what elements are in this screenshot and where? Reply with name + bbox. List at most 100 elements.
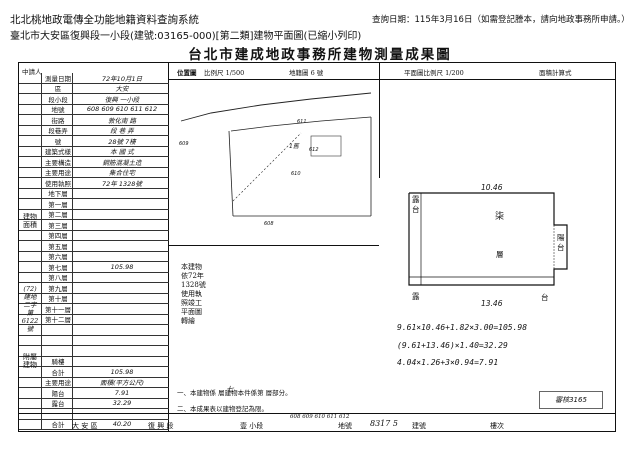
parcel-boundary-west [228,130,234,217]
note-2: 二、本成果表以建物登記為限。 [177,405,268,413]
info-row-label: 第五層 [41,241,73,251]
footer-parcels: 608 609 610 611 612 [290,414,350,420]
calc-line-3: 4.04×1.26+3×0.94=7.91 [397,358,499,367]
info-row-value: 608 609 610 611 612 [86,105,158,114]
info-row-value [73,325,169,335]
dim-top: 10.46 [481,183,503,192]
info-row: 主要用途集合住宅 [19,167,169,178]
info-row: 段小段復興 一小段 [19,94,169,105]
footer-parcel-label: 地號 [338,422,352,430]
footer-build-label: 建號 [412,422,426,430]
parcel-608: 608 [264,221,274,227]
info-row-value: 72年10月1日 [101,74,143,83]
info-row: 主要構造 鋼筋混凝土造 [19,157,169,168]
info-row: 第四層 [19,230,169,241]
info-row-value: 面積(平方公尺) [99,379,145,388]
building-mark: 1舊 [289,143,299,150]
info-row [19,346,169,357]
parcel-map-label: 地籍圖 6 號 [289,69,324,77]
footer-divider [19,413,616,414]
info-row [19,335,169,346]
building-footprint [310,135,342,157]
info-row: 合計 40.20 [19,419,169,430]
balcony-label: 陽台 [557,233,565,252]
info-row-value [73,220,169,230]
info-row-value [73,294,169,304]
info-row-label: 陽台 [41,388,73,398]
info-row-label [41,325,73,335]
stamp-number: 3165 [569,396,587,404]
info-row-label: 測量日期 [41,73,73,83]
info-row-label: 第二層 [41,209,73,219]
info-row-value: 72年 1328號 [102,179,142,188]
info-row-value [73,304,169,314]
plan-scale: 平面圖比例尺 1/200 [404,69,464,77]
info-row-value: 105.98 [110,367,134,376]
parcel-divider [232,132,302,202]
building-area-side-label: 建物面積 [23,213,37,229]
info-row: 第十一層 [19,304,169,315]
land-number-side-label: (72) 建地二字第 6122 號 [21,285,39,333]
info-row-value [73,346,169,356]
info-row-label: 主要構造 [41,157,73,167]
info-row: 段巷弄段 巷 弄 [19,125,169,136]
terrace-label-left: 露 [412,292,420,301]
info-row-value: 40.20 [112,420,132,429]
info-row-label: 第八層 [41,272,73,282]
footer-district: 大 安 區 [72,422,98,430]
parcel-610: 610 [291,171,301,177]
info-row-value: 大安 [115,85,129,94]
document-title: 台北市建成地政事務所建物測量成果圖 [188,47,452,63]
info-row-value [73,189,169,199]
terrace-vertical-label: 露台 [412,195,420,214]
info-row: 騎樓 [19,356,169,367]
info-row-label: 地號 [41,104,73,114]
info-row-value: 本 國 式 [110,148,134,157]
info-row-value [73,315,169,325]
info-row-label: 街路 [41,115,73,125]
info-row-value [73,199,169,209]
info-row-label: 第十一層 [41,304,73,314]
info-row-label: 區 [41,83,73,93]
info-row: 使用執照 72年 1328號 [19,178,169,189]
info-row-label: 使用執照 [41,178,73,188]
info-row-label: 號 [41,136,73,146]
info-row-value [73,231,169,241]
info-row: 區 大安 [19,83,169,94]
footer-section: 復 興 段 [148,422,174,430]
info-row-label: 露台 [41,398,73,408]
area-calc-label: 面積計算式 [539,69,572,77]
info-row: 第一層 [19,199,169,210]
info-row-label [41,346,73,356]
info-row-label: 合計 [41,419,73,429]
info-row-label: 主要用途 [41,377,73,387]
note-1: 一、本建物係 層建物本件係第 層部分。 [177,389,292,397]
info-row: 第二層 [19,209,169,220]
calc-line-1: 9.61×10.46+1.82×3.00=105.98 [397,323,528,332]
info-row: 第三層 [19,220,169,231]
info-row-label: 段巷弄 [41,125,73,135]
location-scale: 比例尺 1/500 [204,69,245,77]
info-row-label: 第十層 [41,293,73,303]
road-line-north [180,92,372,122]
floor-outline [408,192,568,286]
info-row-label: 第三層 [41,220,73,230]
info-row: 地號 608 609 610 611 612 [19,104,169,115]
info-row-value [73,283,169,293]
road-line-south [230,116,372,132]
floor-sub-label: 層 [496,250,504,259]
info-row [19,325,169,336]
query-date: 查詢日期：115年3月16日（如需登記謄本，請向地政事務所申請。） [372,15,630,25]
annex-side-label: 附屬建物 [23,353,37,369]
info-row-value: 敦化南 路 [107,116,137,125]
info-row-value: 鋼筋混凝土造 [102,158,142,167]
info-row-value: 7.91 [114,388,130,397]
info-row: 街路 敦化南 路 [19,115,169,126]
dim-bottom: 13.46 [481,299,503,308]
info-row-label: 第九層 [41,283,73,293]
info-row-value [73,336,169,346]
info-row-value: 集合住宅 [109,169,135,178]
